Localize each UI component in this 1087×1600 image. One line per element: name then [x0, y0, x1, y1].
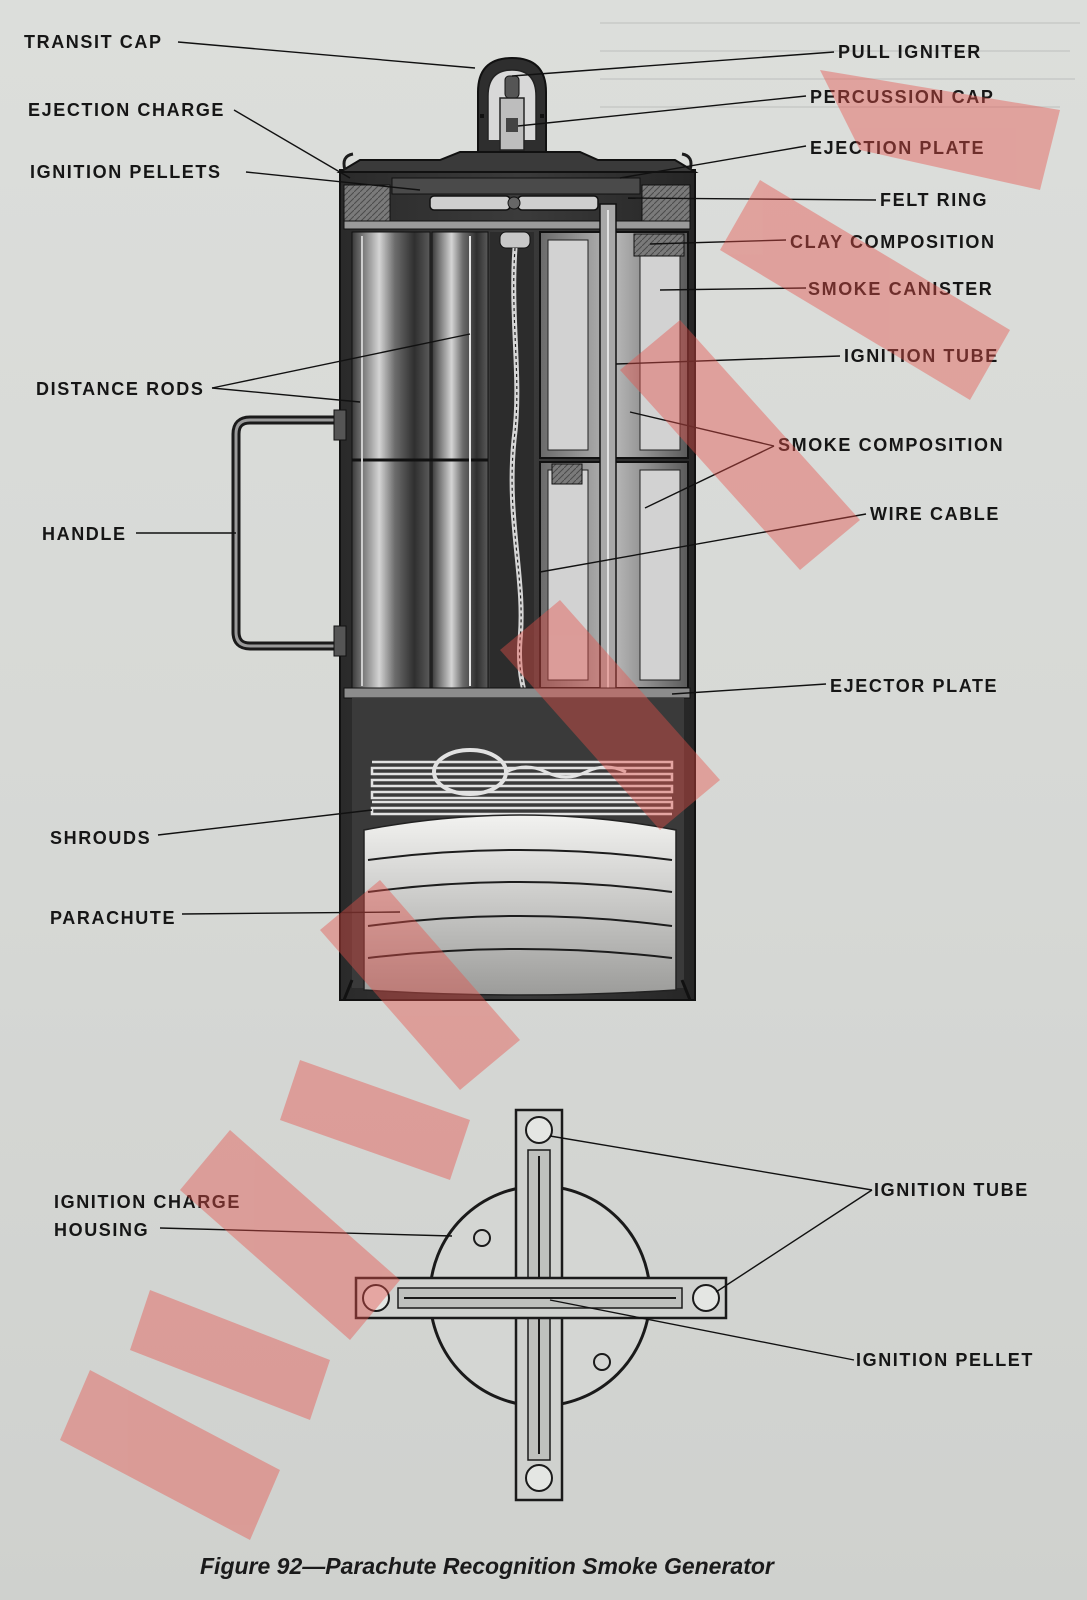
label-ejection-plate: EJECTION PLATE — [810, 138, 985, 158]
cutaway-view — [231, 56, 699, 1001]
label-handle: HANDLE — [42, 524, 127, 544]
ignition-pellets — [429, 195, 599, 211]
hole-upper-left — [473, 1229, 491, 1247]
label-smoke-canister: SMOKE CANISTER — [808, 279, 993, 299]
ignition-tube-end-top — [525, 1116, 553, 1144]
ejection-charge — [391, 177, 641, 195]
cable-anchor — [499, 231, 531, 249]
cover-hook-right — [681, 152, 693, 171]
label-pull-igniter: PULL IGNITER — [838, 42, 982, 62]
label-percussion-cap: PERCUSSION CAP — [810, 87, 994, 107]
ejection-plate — [343, 220, 691, 230]
label-distance-rods: DISTANCE RODS — [36, 379, 204, 399]
label-ignition-pellet: IGNITION PELLET — [856, 1350, 1034, 1370]
hole-lower-right — [593, 1353, 611, 1371]
watermark-logo — [60, 70, 1060, 1540]
label-ignition-tube-top-view: IGNITION TUBE — [874, 1180, 1029, 1200]
felt-ring-left — [343, 184, 391, 222]
cover-hook-left — [342, 152, 354, 171]
label-smoke-composition: SMOKE COMPOSITION — [778, 435, 1004, 455]
label-ignition-tube: IGNITION TUBE — [844, 346, 999, 366]
handle — [231, 409, 347, 657]
label-ignition-charge-housing-line1: IGNITION CHARGE — [54, 1192, 241, 1212]
pull-igniter — [504, 75, 520, 99]
clay-composition — [633, 233, 685, 257]
ignition-tube-end-right — [692, 1284, 720, 1312]
parachute — [363, 814, 677, 996]
shrouds — [370, 748, 674, 816]
label-ejection-charge: EJECTION CHARGE — [28, 100, 225, 120]
ignition-tube-end-bottom — [525, 1464, 553, 1492]
rod-cylinders — [351, 231, 489, 689]
label-parachute: PARACHUTE — [50, 908, 176, 928]
label-ignition-charge-housing-line2: HOUSING — [54, 1220, 149, 1240]
background-text-texture — [600, 10, 1080, 570]
label-felt-ring: FELT RING — [880, 190, 988, 210]
top-view — [354, 1108, 728, 1502]
felt-ring-right — [641, 184, 691, 222]
top-cover — [336, 151, 699, 173]
base-flare — [342, 979, 692, 1001]
label-wire-cable: WIRE CABLE — [870, 504, 1000, 524]
label-ejector-plate: EJECTOR PLATE — [830, 676, 998, 696]
label-transit-cap: TRANSIT CAP — [24, 32, 163, 52]
percussion-cap — [506, 118, 518, 132]
label-shrouds: SHROUDS — [50, 828, 151, 848]
label-clay-composition: CLAY COMPOSITION — [790, 232, 996, 252]
figure-caption: Figure 92—Parachute Recognition Smoke Ge… — [200, 1553, 775, 1579]
label-ignition-pellets: IGNITION PELLETS — [30, 162, 222, 182]
leader-lines — [136, 41, 877, 1361]
labels: TRANSIT CAP EJECTION CHARGE IGNITION PEL… — [24, 32, 1034, 1370]
ignition-tube-end-left — [362, 1284, 390, 1312]
